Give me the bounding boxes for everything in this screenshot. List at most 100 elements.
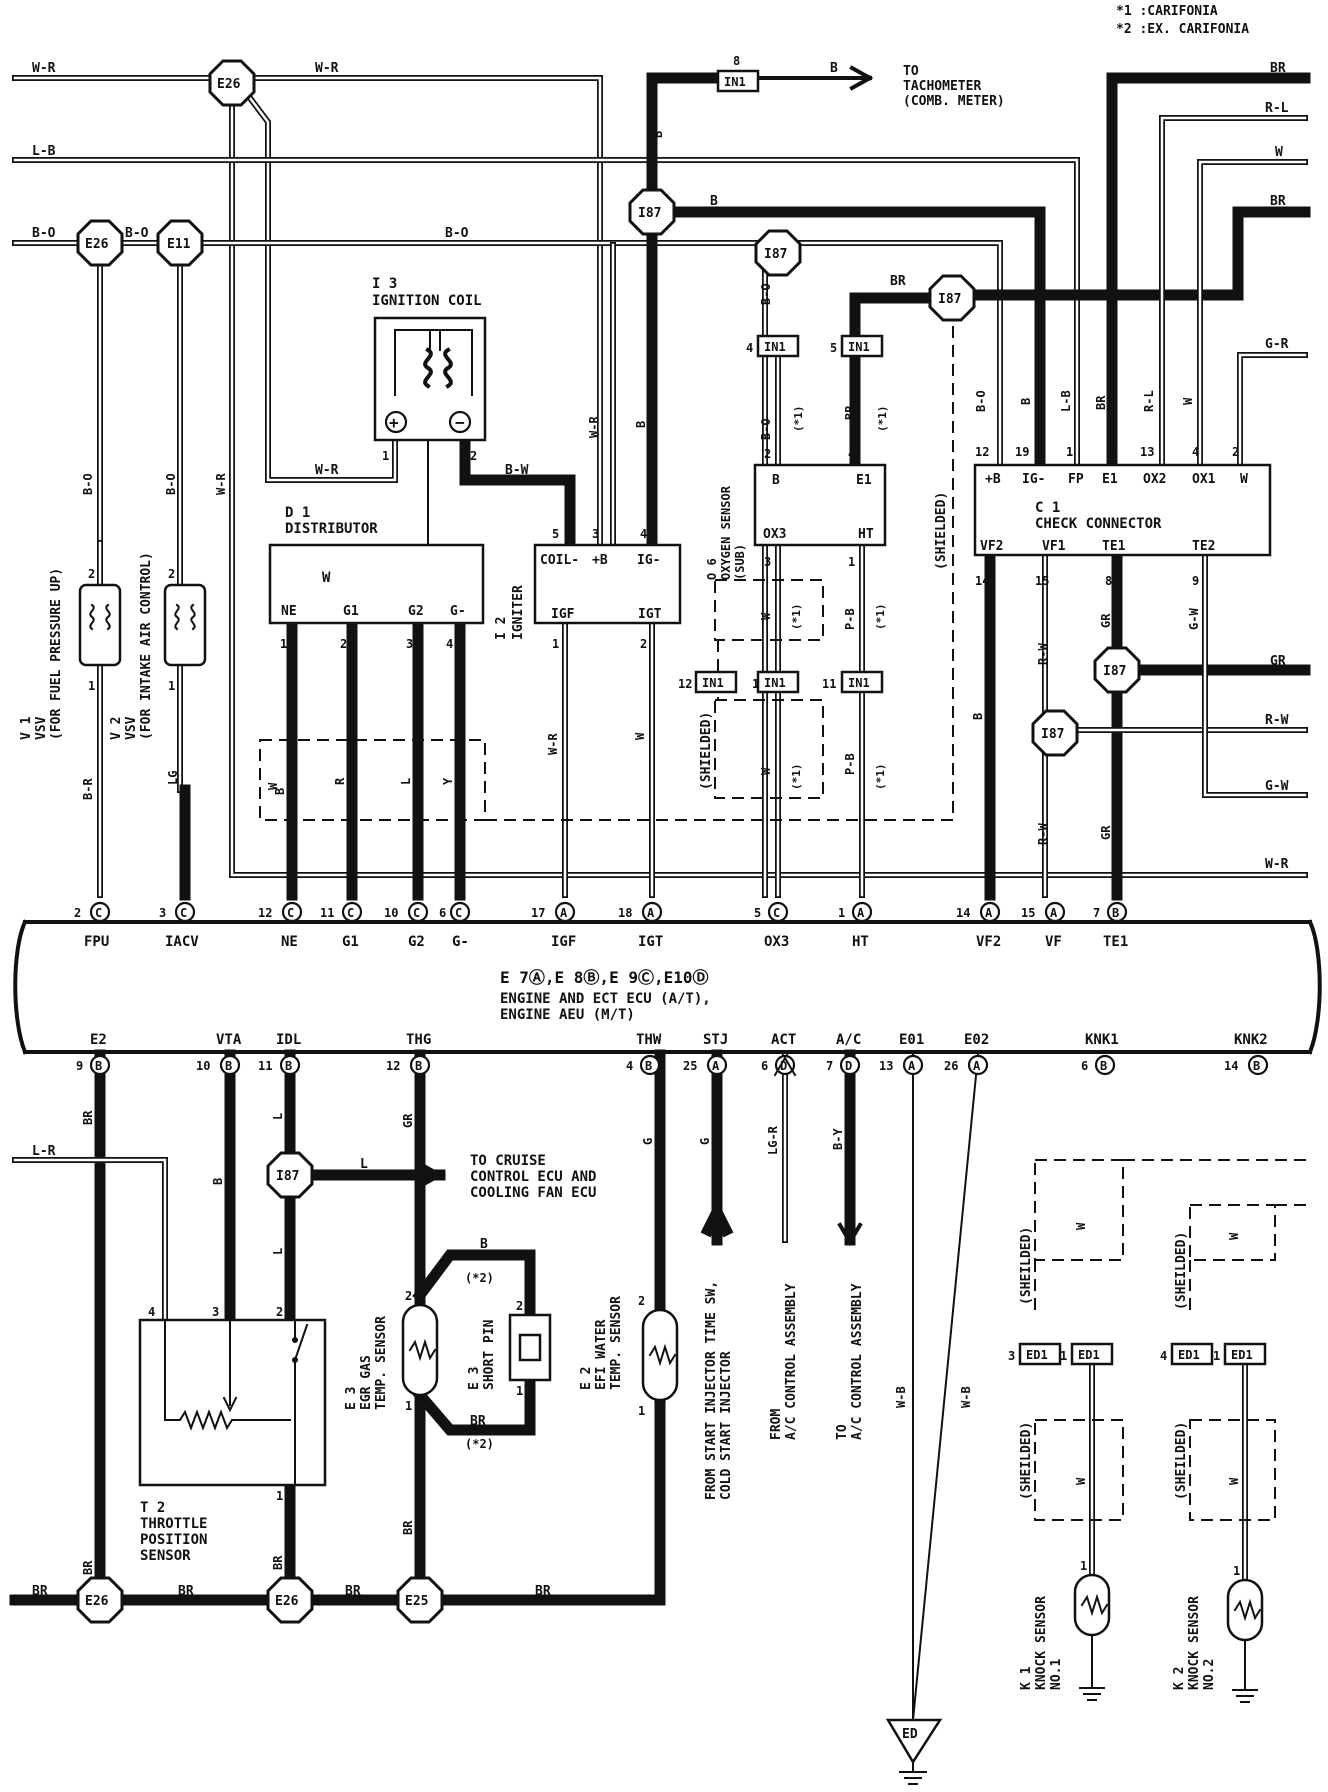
wc-gr-thg: GR: [401, 1113, 415, 1128]
vsv-fuel-pressure: V 1 VSV (FOR FUEL PRESSURE UP): [19, 568, 122, 740]
o2-name: OXYGEN SENSOR: [719, 485, 733, 580]
pin-n-2-v1: 2: [88, 567, 95, 581]
pin-n-12-in1: 12: [678, 677, 692, 691]
pin-num: 3: [159, 906, 166, 920]
dist-name: DISTRIBUTOR: [285, 521, 378, 537]
igniter-pin-coil: COIL-: [540, 553, 579, 568]
ignition-coil: I 3 IGNITION COIL + −: [372, 276, 487, 442]
pin-n-8-tacho: 8: [733, 54, 740, 68]
pin-n-4-o2b: 4: [848, 447, 855, 461]
pin-conn: B: [285, 1059, 292, 1073]
pin-n-1-o2: 1: [848, 555, 855, 569]
wc-wb-e01: W-B: [894, 1386, 908, 1408]
splice-e26-bottom-2: E26: [266, 1576, 314, 1624]
wc-wr-right: W-R: [1265, 857, 1289, 872]
pin-label: FPU: [84, 934, 109, 950]
pin-conn: C: [95, 906, 102, 920]
star2-egr-bot: (*2): [465, 1437, 494, 1451]
pin-n-15-check: 13: [1140, 445, 1154, 459]
cruise-2: CONTROL ECU AND: [470, 1169, 596, 1185]
ecu-pin-iacv: C 3 IACV: [159, 901, 199, 950]
pin-n-1-efi: 1: [638, 1404, 645, 1418]
ecu-desc-2: ENGINE AEU (M/T): [500, 1007, 635, 1023]
connector-tags: IN1 IN1 IN1 IN1 IN1 IN1 ED1 ED1: [694, 69, 1267, 1366]
ecu-pin-thw: THW B 4: [626, 1032, 662, 1076]
e3-name-1: EGR GAS: [359, 1355, 374, 1410]
o2-sub: (SUB): [733, 544, 747, 580]
check-pin-vf1: VF1: [1042, 539, 1066, 554]
igniter-pin-b: +B: [592, 553, 608, 568]
wc-br-bottom-2: BR: [178, 1584, 194, 1599]
pin-n-2-ign: 2: [640, 637, 647, 651]
t2-name-2: POSITION: [140, 1532, 207, 1548]
v1-id: V 1: [19, 716, 34, 740]
dist-pin-ne: NE: [281, 604, 297, 619]
wc-br-bottom-3: BR: [345, 1584, 361, 1599]
sheilded-k1-b: (SHEILDED): [1019, 1422, 1034, 1500]
connector-label: IN1: [848, 340, 870, 354]
pin-conn: A: [985, 906, 993, 920]
wc-b-check: B: [1019, 398, 1033, 405]
pin-conn: D: [845, 1059, 852, 1073]
act-2: A/C CONTROL ASSEMBLY: [784, 1283, 799, 1440]
wc-wr-top-mid: W-R: [315, 61, 339, 76]
pin-n-1-egr: 1: [405, 1399, 412, 1413]
splice-label: E26: [85, 1594, 109, 1609]
cruise-3: COOLING FAN ECU: [470, 1185, 596, 1201]
wc-gr-right: GR: [1270, 654, 1286, 669]
ecu-pin-knk1: KNK1 B 6: [1081, 1032, 1119, 1076]
wc-br-egr: BR: [470, 1414, 486, 1429]
wc-br-right-2: BR: [1270, 194, 1286, 209]
pin-num: 11: [320, 906, 334, 920]
pin-n-3-dist: 3: [406, 637, 413, 651]
e2-name-2: TEMP. SENSOR: [609, 1296, 624, 1390]
pin-label: E2: [90, 1032, 107, 1048]
wc-bo-left: B-O: [32, 226, 56, 241]
ecu-pin-ox3: C 5 OX3: [754, 901, 789, 950]
splice-e11: E11: [156, 219, 204, 267]
wc-wr-igf: W-R: [546, 733, 560, 755]
pin-n-11-in1: 11: [822, 677, 836, 691]
o2-pin-ox3: OX3: [763, 527, 786, 542]
plus-icon: +: [389, 413, 399, 432]
pin-label: IDL: [276, 1032, 301, 1048]
wc-wb-e02: W-B: [959, 1386, 973, 1408]
pin-num: 1: [838, 906, 845, 920]
pin-num: 2: [74, 906, 81, 920]
pin-label: HT: [852, 934, 869, 950]
minus-icon: −: [455, 413, 465, 432]
igniter-id: I 2: [494, 617, 509, 640]
v1-vsv: VSV: [34, 716, 49, 740]
splice-label: I87: [764, 247, 787, 262]
k2-name-1: KNOCK SENSOR: [1187, 1596, 1202, 1690]
k1-name-2: NO.1: [1049, 1659, 1064, 1690]
pin-conn: C: [287, 906, 294, 920]
pin-num: 14: [1224, 1059, 1238, 1073]
star2-egr-top: (*2): [465, 1271, 494, 1285]
wc-wr-coil: W-R: [315, 463, 339, 478]
check-name: CHECK CONNECTOR: [1035, 516, 1162, 532]
e3b-id: E 3: [467, 1367, 482, 1390]
pin-n-4-o2: 4: [746, 341, 753, 355]
wc-w-igt: W: [633, 732, 647, 740]
wc-wr-left: W-R: [214, 473, 228, 495]
check-pin-fp: FP: [1068, 472, 1084, 487]
wc-br-tps-2: BR: [271, 1555, 285, 1570]
wc-r-dist: R: [333, 777, 347, 785]
wc-b-ign: B: [634, 421, 648, 428]
shielded-main: (SHIELDED): [934, 492, 949, 570]
pin-n-3-check: 3: [1106, 445, 1113, 459]
pin-conn: B: [1253, 1059, 1260, 1073]
pin-conn: A: [647, 906, 655, 920]
wc-l-idl: L: [271, 1113, 285, 1120]
pin-n-2-tps: 2: [276, 1305, 283, 1319]
throttle-position-sensor: T 2 THROTTLE POSITION SENSOR: [138, 1318, 327, 1564]
pin-conn: C: [347, 906, 354, 920]
pin-n-1-k2: 1: [1233, 1564, 1240, 1578]
splice-i87-c: I87: [928, 274, 976, 322]
k1-name-1: KNOCK SENSOR: [1034, 1596, 1049, 1690]
wc-br-egr-v: BR: [401, 1520, 415, 1535]
wc-by-ac: B-Y: [831, 1128, 845, 1150]
wc-g-thw: G: [641, 1138, 655, 1145]
pin-n-4-tps: 4: [148, 1305, 155, 1319]
